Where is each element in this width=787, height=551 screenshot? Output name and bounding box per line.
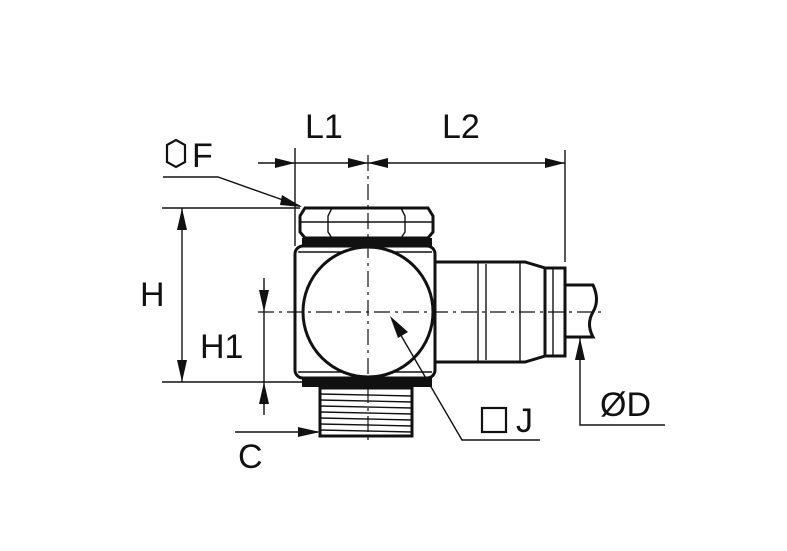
label-h: H [140, 276, 165, 314]
label-c: C [238, 438, 263, 476]
label-h1: H1 [200, 328, 243, 366]
square-icon [480, 406, 508, 434]
leader-d [575, 338, 665, 426]
label-f: F [192, 137, 213, 175]
dim-h1 [259, 278, 269, 415]
hexagon-icon [165, 138, 187, 169]
label-d: ØD [600, 386, 651, 424]
leader-f [163, 176, 302, 207]
thread-stud [302, 378, 432, 438]
dim-l1-l2 [258, 148, 566, 262]
leader-j [390, 316, 540, 441]
dim-h [162, 207, 302, 383]
side-connector [433, 260, 598, 364]
label-j: J [516, 402, 533, 440]
label-l2: L2 [442, 108, 480, 146]
hex-nut [298, 206, 435, 246]
leader-c [235, 427, 320, 437]
label-l1: L1 [305, 108, 343, 146]
